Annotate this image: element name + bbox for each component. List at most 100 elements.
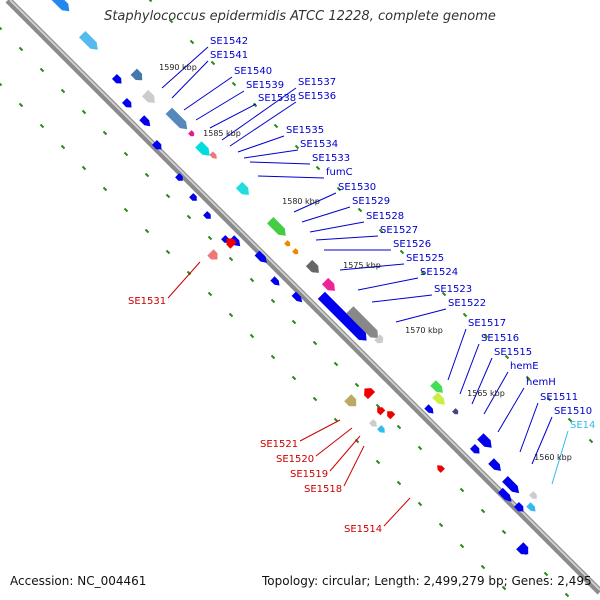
upper-leader-line	[161, 46, 209, 89]
upper-gene-arrow	[502, 476, 520, 494]
inner-tick	[312, 396, 318, 402]
inner-tick	[60, 144, 66, 150]
ruler-label: 1560 kbp	[534, 453, 572, 462]
upper-gene-arrow	[526, 502, 536, 512]
lower-gene-label: SE1531	[128, 296, 166, 307]
inner-tick	[207, 291, 213, 297]
inner-tick	[417, 445, 423, 451]
outer-tick	[504, 354, 510, 360]
lower-leader-lines	[167, 261, 411, 527]
upper-gene-label: SE1525	[406, 253, 444, 264]
outer-tick	[148, 0, 153, 3]
inner-tick	[102, 130, 108, 136]
upper-gene-arrow	[189, 193, 197, 201]
upper-gene-label: SE1530	[338, 182, 376, 193]
upper-gene-arrow	[79, 31, 98, 50]
inner-tick	[144, 228, 150, 234]
upper-gene-label: SE1526	[393, 239, 431, 250]
upper-leader-lines	[161, 46, 569, 485]
inner-tick	[207, 235, 213, 241]
backbone-band	[5, 0, 600, 595]
inner-tick	[312, 340, 318, 346]
upper-gene-arrow	[470, 444, 480, 454]
upper-gene-arrow	[291, 291, 303, 303]
upper-leader-line	[519, 402, 539, 453]
lower-gene-arrow	[387, 411, 396, 420]
upper-gene-arrow	[305, 259, 319, 273]
upper-leader-line	[339, 263, 405, 271]
inner-tick	[291, 375, 297, 381]
upper-gene-label: SE1528	[366, 211, 404, 222]
inner-tick	[165, 249, 171, 255]
outer-tick	[525, 375, 531, 381]
upper-gene-arrow	[165, 107, 188, 130]
upper-gene-arrow	[432, 392, 445, 405]
inner-tick	[39, 123, 45, 129]
upper-gene-label: SE1524	[420, 267, 458, 278]
upper-gene-label: SE1527	[380, 225, 418, 236]
upper-gene-label: SE1538	[258, 93, 296, 104]
outer-tick	[483, 333, 489, 339]
inner-tick	[0, 26, 3, 31]
inner-tick	[396, 424, 402, 430]
upper-gene-label: SE1535	[286, 125, 324, 136]
lower-gene-label: SE1519	[290, 469, 328, 480]
upper-gene-label: hemE	[510, 361, 539, 372]
upper-leader-line	[497, 387, 525, 433]
upper-gene-label: SE1542	[210, 36, 248, 47]
upper-gene-label: fumC	[326, 167, 353, 178]
upper-gene-label: SE1534	[300, 139, 338, 150]
upper-leader-line	[471, 357, 493, 405]
upper-leader-line	[531, 416, 553, 465]
inner-tick	[375, 459, 381, 465]
upper-gene-label: SE1536	[298, 91, 336, 102]
outer-tick	[420, 270, 426, 276]
upper-gene-label: SE1523	[434, 284, 472, 295]
inner-tick	[123, 207, 129, 213]
upper-gene-label: SE1533	[312, 153, 350, 164]
ruler-label: 1570 kbp	[405, 326, 443, 335]
upper-leader-line	[459, 343, 480, 395]
inner-tick	[102, 186, 108, 192]
lower-leader-line	[383, 497, 411, 527]
upper-leader-line	[301, 206, 351, 223]
upper-leader-line	[309, 221, 365, 233]
upper-gene-arrow	[430, 380, 443, 393]
upper-gene-arrow	[235, 181, 249, 195]
lower-strand-genes	[207, 238, 529, 555]
upper-leader-line	[483, 371, 509, 415]
inner-tick	[459, 543, 465, 549]
inner-tick	[81, 109, 87, 115]
outer-tick	[210, 60, 216, 66]
outer-tick	[546, 396, 552, 402]
inner-tick	[18, 46, 24, 52]
upper-gene-arrow	[321, 277, 335, 291]
upper-gene-arrow	[130, 68, 143, 81]
lower-gene-label: SE1514	[344, 524, 382, 535]
lower-gene-label: SE1521	[260, 439, 298, 450]
upper-gene-arrow	[452, 408, 459, 415]
lower-gene-arrow	[377, 425, 385, 433]
ruler-label: 1575 kbp	[343, 261, 381, 270]
upper-gene-arrow	[424, 404, 434, 414]
outer-tick	[336, 186, 342, 192]
outer-tick-track	[148, 0, 594, 444]
upper-leader-line	[237, 135, 285, 153]
outer-tick	[189, 39, 195, 45]
upper-leader-line	[195, 90, 245, 121]
inner-tick-track	[0, 26, 570, 598]
lower-gene-arrow	[207, 249, 218, 260]
outer-tick	[168, 18, 174, 24]
upper-gene-arrow	[203, 211, 211, 219]
inner-tick	[270, 354, 276, 360]
inner-tick	[291, 319, 297, 325]
upper-gene-label: SE1522	[448, 298, 486, 309]
upper-gene-arrow	[195, 141, 210, 156]
map-title: Staphylococcus epidermidis ATCC 12228, c…	[104, 9, 496, 24]
upper-gene-label: SE14	[570, 420, 595, 431]
inner-tick	[417, 501, 423, 507]
inner-tick	[543, 571, 549, 577]
upper-gene-label: SE1516	[481, 333, 519, 344]
